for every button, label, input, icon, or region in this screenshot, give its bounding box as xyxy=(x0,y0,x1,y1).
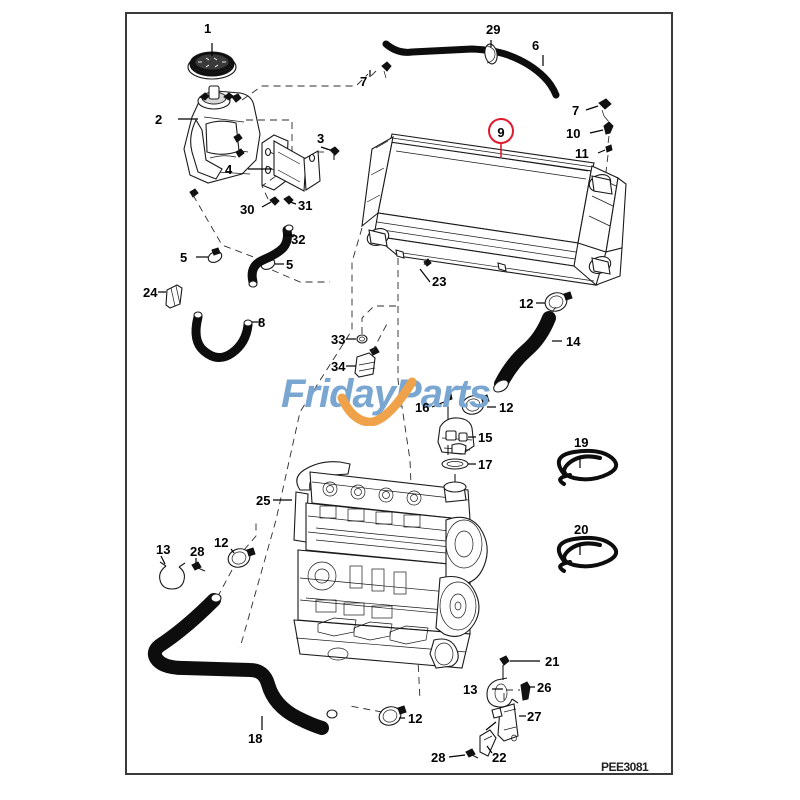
radiator-outlet-neck-2 xyxy=(588,256,612,275)
part-coiled-hose-19 xyxy=(556,448,619,486)
callout-13b: 13 xyxy=(463,682,478,697)
callout-16: 16 xyxy=(415,400,430,415)
part-nut-30 xyxy=(269,196,280,206)
watermark-check-icon xyxy=(337,377,417,426)
part-overflow-hose xyxy=(382,40,560,99)
callout-28b: 28 xyxy=(431,750,446,765)
callout-12c: 12 xyxy=(214,535,229,550)
callout-17: 17 xyxy=(478,457,493,472)
part-washer-11 xyxy=(605,144,613,153)
part-hose-clamp-5a xyxy=(207,247,223,263)
callout-5b: 5 xyxy=(286,257,294,272)
callout-20: 20 xyxy=(574,522,589,537)
part-hose-clamp-12b xyxy=(461,394,490,415)
part-radiator-cap xyxy=(187,51,237,80)
callout-2: 2 xyxy=(155,112,163,127)
part-screw-28a xyxy=(191,561,206,572)
part-coolant-reservoir-tank xyxy=(183,85,261,198)
part-engine-assembly xyxy=(293,461,488,669)
part-screw-28b xyxy=(465,748,479,759)
callout-4: 4 xyxy=(225,162,233,177)
callout-34: 34 xyxy=(331,359,346,374)
callout-6: 6 xyxy=(532,38,540,53)
part-connector-tube-24 xyxy=(165,284,183,309)
callout-22: 22 xyxy=(492,750,507,765)
callout-29: 29 xyxy=(486,22,501,37)
callout-13a: 13 xyxy=(156,542,171,557)
callout-12a: 12 xyxy=(519,296,534,311)
callout-12b: 12 xyxy=(499,400,514,415)
callout-7b: 7 xyxy=(572,103,580,118)
callout-7a: 7 xyxy=(360,74,368,89)
callout-14: 14 xyxy=(566,334,581,349)
part-bolt-3 xyxy=(329,146,340,160)
radiator-inlet-neck xyxy=(588,174,613,195)
callout-27: 27 xyxy=(527,709,542,724)
callout-33: 33 xyxy=(331,332,346,347)
part-o-ring-17 xyxy=(441,458,469,470)
part-hose-clamp-12a xyxy=(544,291,573,312)
part-bracket-small-22 xyxy=(479,729,497,757)
callout-8: 8 xyxy=(258,315,266,330)
callout-30: 30 xyxy=(240,202,255,217)
callout-19: 19 xyxy=(574,435,589,450)
part-o-ring-33 xyxy=(356,334,368,344)
part-hose-clip-29 xyxy=(484,43,498,65)
callout-10: 10 xyxy=(566,126,581,141)
part-hose-clamp-12c xyxy=(227,547,256,568)
callout-12d: 12 xyxy=(408,711,423,726)
callout-5a: 5 xyxy=(180,250,188,265)
part-clip-7a xyxy=(381,61,392,79)
part-mounting-bracket xyxy=(261,134,321,192)
callout-3: 3 xyxy=(317,131,325,146)
callout-15: 15 xyxy=(478,430,493,445)
part-bolt-10 xyxy=(603,121,614,135)
callout-23: 23 xyxy=(432,274,447,289)
highlight-circle-9: 9 xyxy=(488,118,514,144)
callout-24: 24 xyxy=(143,285,158,300)
part-stud-16 xyxy=(445,393,453,420)
part-bracket-27 xyxy=(491,703,519,742)
callout-25: 25 xyxy=(256,493,271,508)
watermark-text: FridayParts xyxy=(281,372,491,416)
part-upper-radiator-hose-14 xyxy=(493,311,556,393)
callout-11: 11 xyxy=(575,146,589,161)
highlight-number: 9 xyxy=(497,125,505,140)
callout-28a: 28 xyxy=(190,544,205,559)
part-sensor-34 xyxy=(354,346,380,378)
part-clip-7b xyxy=(598,98,612,117)
radiator-outlet-neck xyxy=(366,228,390,247)
part-radiator-assembly xyxy=(361,133,627,286)
callout-1: 1 xyxy=(204,21,212,36)
watermark: FridayParts xyxy=(281,372,581,426)
part-hose-clamp-12d xyxy=(378,705,407,726)
callout-31: 31 xyxy=(298,198,313,213)
part-bolt-26 xyxy=(520,681,531,701)
part-thermostat-housing-15 xyxy=(437,417,475,455)
part-lower-hose-8 xyxy=(191,311,253,362)
part-spring-clamp-13a xyxy=(159,561,186,590)
part-spring-clamp-13b xyxy=(486,677,519,708)
diagram-code: PEE3081 xyxy=(601,760,649,774)
callout-21: 21 xyxy=(545,654,560,669)
callout-26: 26 xyxy=(537,680,552,695)
callout-32: 32 xyxy=(291,232,306,247)
tank-filler-neck xyxy=(197,85,234,110)
callout-18: 18 xyxy=(248,731,263,746)
part-bypass-hose-32 xyxy=(247,224,294,288)
part-bolt-21 xyxy=(499,655,510,680)
part-coiled-hose-20 xyxy=(556,535,619,573)
part-long-coolant-hose-18 xyxy=(147,593,338,735)
engine-pulley-side xyxy=(429,516,488,669)
